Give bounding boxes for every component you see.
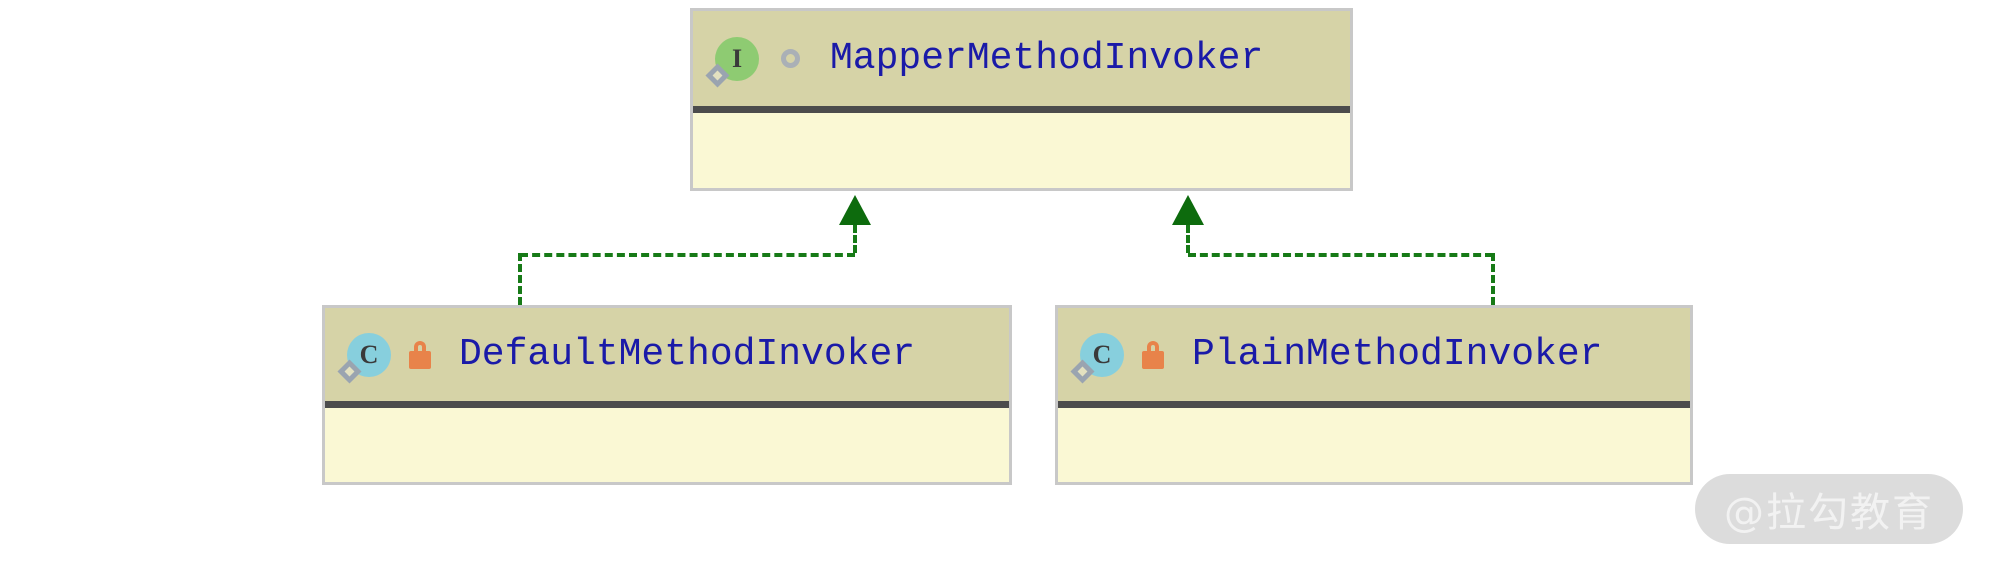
uml-title-plain-method-invoker: PlainMethodInvoker	[1192, 336, 1602, 374]
icon-cluster-plain-method-invoker: C	[1080, 333, 1164, 377]
uml-members-compartment-mapper-method-invoker	[693, 113, 1350, 188]
uml-title-default-method-invoker: DefaultMethodInvoker	[459, 336, 915, 374]
realization-arrowhead-icon	[1172, 195, 1204, 225]
uml-class-box-default-method-invoker[interactable]: C DefaultMethodInvoker	[322, 305, 1012, 485]
ring-icon	[781, 49, 800, 68]
edge-segment-horizontal	[520, 253, 855, 257]
realization-arrowhead-icon	[839, 195, 871, 225]
edge-segment-vertical	[1186, 225, 1190, 253]
uml-class-box-mapper-method-invoker[interactable]: I MapperMethodInvoker	[690, 8, 1353, 191]
edge-segment-vertical	[518, 253, 522, 305]
class-icon: C	[1080, 333, 1124, 377]
lock-icon	[1142, 341, 1164, 369]
uml-members-compartment-plain-method-invoker	[1058, 408, 1690, 482]
uml-header-mapper-method-invoker: I MapperMethodInvoker	[693, 11, 1350, 113]
lock-icon-body	[409, 351, 431, 369]
lock-icon-body	[1142, 351, 1164, 369]
uml-members-compartment-default-method-invoker	[325, 408, 1009, 482]
edge-segment-horizontal	[1188, 253, 1493, 257]
watermark-text: @拉勾教育	[1724, 480, 1934, 538]
uml-header-plain-method-invoker: C PlainMethodInvoker	[1058, 308, 1690, 408]
icon-cluster-mapper-method-invoker: I	[715, 37, 800, 81]
uml-title-mapper-method-invoker: MapperMethodInvoker	[830, 40, 1263, 78]
watermark-badge: @拉勾教育	[1695, 474, 1963, 544]
class-icon: C	[347, 333, 391, 377]
icon-cluster-default-method-invoker: C	[347, 333, 431, 377]
lock-icon	[409, 341, 431, 369]
edge-segment-vertical	[1491, 253, 1495, 305]
uml-header-default-method-invoker: C DefaultMethodInvoker	[325, 308, 1009, 408]
edge-segment-vertical	[853, 225, 857, 253]
interface-icon: I	[715, 37, 759, 81]
uml-class-box-plain-method-invoker[interactable]: C PlainMethodInvoker	[1055, 305, 1693, 485]
